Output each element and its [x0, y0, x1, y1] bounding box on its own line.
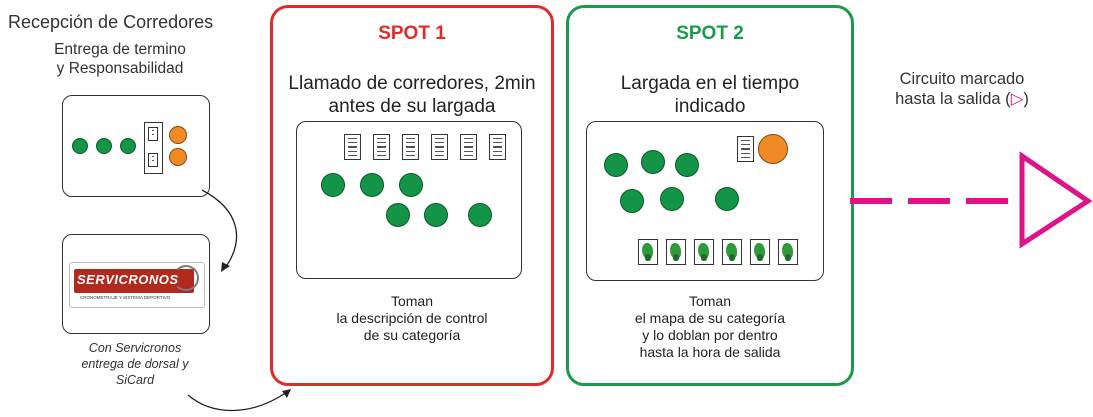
flow-arrow-curve [201, 189, 238, 269]
circuit-line1: Circuito marcado [899, 70, 1025, 88]
runner-dot [675, 153, 699, 177]
spot1-table-box [296, 121, 522, 279]
control-description-icon [460, 134, 477, 160]
document-icon [148, 127, 158, 141]
spot2-caption: Toman el mapa de su categoría y lo dobla… [569, 293, 851, 361]
spot2-caption-line4: hasta la hora de salida [639, 344, 781, 360]
marked-circuit-arrow [850, 151, 1093, 249]
logo-text: SERVICRONOS [77, 272, 179, 287]
note-line3: SiCard [115, 373, 155, 387]
runner-dot [660, 187, 684, 211]
start-triangle-icon [1019, 151, 1093, 249]
control-description-icon [402, 134, 419, 160]
note-line1: Con Servicronos [88, 341, 182, 355]
document-icon [148, 153, 158, 167]
staff-dot [169, 148, 187, 166]
spot1-caption-line3: de su categoría [363, 327, 461, 343]
spot2-caption-line1: Toman [688, 293, 732, 309]
runner-dot [96, 138, 112, 154]
runner-dot [468, 203, 492, 227]
servicronos-box: SERVICRONOS CRONOMETRAJE Y SISTEMA DEPOR… [62, 234, 210, 334]
spot1-caption: Toman la descripción de control de su ca… [273, 293, 551, 344]
spot1-caption-line2: la descripción de control [336, 310, 488, 326]
map-icon [750, 239, 770, 265]
spot2-title: SPOT 2 [676, 23, 744, 44]
runner-dot [604, 153, 628, 177]
spot2-panel: SPOT 2 Largada en el tiempo indicado Tom… [566, 5, 854, 386]
control-description-icon [373, 134, 390, 160]
control-description-icon [737, 136, 754, 162]
spot2-table-box [586, 121, 824, 281]
arrowhead-icon [282, 389, 291, 398]
control-description-icon [431, 134, 448, 160]
spot2-caption-line3: y lo doblan por dentro [642, 327, 778, 343]
spot1-panel: SPOT 1 Llamado de corredores, 2min antes… [270, 5, 554, 386]
spot2-body-line2: indicado [674, 96, 746, 117]
spot1-caption-line1: Toman [390, 293, 434, 309]
circuit-line2: hasta la salida (▷) [862, 89, 1062, 109]
reception-subtitle-line2: y Responsabilidad [56, 60, 184, 77]
map-icon [638, 239, 658, 265]
spot2-body: Largada en el tiempo indicado [569, 72, 851, 118]
runner-dot [321, 173, 345, 197]
runner-dot [120, 138, 136, 154]
spot1-body: Llamado de corredores, 2min antes de su … [273, 72, 551, 118]
arrowhead-icon [221, 262, 230, 272]
circuit-line2-close: ) [1023, 90, 1029, 108]
reception-table-box [62, 95, 210, 197]
map-icon [778, 239, 798, 265]
control-description-icon [489, 134, 506, 160]
map-icon [722, 239, 742, 265]
map-icon [694, 239, 714, 265]
spot1-body-line2: antes de su largada [328, 96, 496, 117]
reception-subtitle: Entrega de termino y Responsabilidad [20, 40, 220, 78]
runner-dot [641, 150, 665, 174]
spot1-title: SPOT 1 [378, 23, 446, 44]
runner-dot [620, 189, 644, 213]
servicronos-logo: SERVICRONOS CRONOMETRAJE Y SISTEMA DEPOR… [69, 262, 205, 308]
runner-dot [386, 203, 410, 227]
spot2-body-line1: Largada en el tiempo [620, 73, 800, 94]
control-description-icon [344, 134, 361, 160]
circuit-text: Circuito marcado hasta la salida (▷) [862, 69, 1062, 109]
circuit-line2-text: hasta la salida ( [895, 90, 1011, 108]
runner-dot [72, 138, 88, 154]
flow-arrow-curve [187, 391, 288, 412]
spot1-body-line1: Llamado de corredores, 2min [288, 73, 536, 94]
runner-dot [399, 173, 423, 197]
spot2-caption-line2: el mapa de su categoría [634, 310, 786, 326]
runner-dot [360, 173, 384, 197]
note-line2: entrega de dorsal y [81, 357, 189, 371]
servicronos-note: Con Servicronos entrega de dorsal y SiCa… [40, 340, 230, 388]
map-icon [666, 239, 686, 265]
staff-dot [758, 134, 788, 164]
reception-desk [144, 122, 163, 174]
runner-dot [715, 187, 739, 211]
logo-tagline: CRONOMETRAJE Y SISTEMA DEPORTIVO [80, 295, 171, 300]
runner-dot [424, 203, 448, 227]
staff-dot [169, 126, 187, 144]
clock-icon [173, 265, 199, 291]
reception-title: Recepción de Corredores [8, 12, 214, 32]
reception-subtitle-line1: Entrega de termino [54, 41, 186, 58]
start-triangle-icon: ▷ [1010, 90, 1024, 108]
